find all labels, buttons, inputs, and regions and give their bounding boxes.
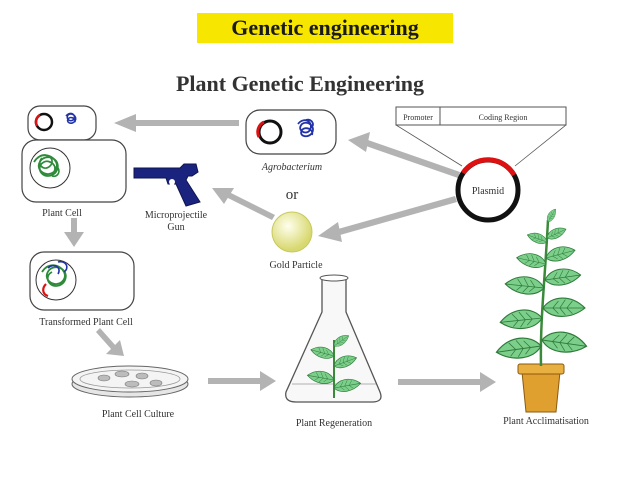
erlenmeyer-flask-icon bbox=[285, 274, 382, 403]
arrow-transformed-to-culture bbox=[96, 328, 124, 356]
gold-particle-label: Gold Particle bbox=[269, 260, 323, 271]
plant-regeneration-label: Plant Regeneration bbox=[296, 418, 372, 429]
plant-acclimatisation-label: Plant Acclimatisation bbox=[503, 416, 589, 427]
potted-plant-icon bbox=[495, 207, 589, 413]
microprojectile-gun-icon bbox=[133, 163, 201, 207]
gun-label-line1: Microprojectile bbox=[145, 210, 208, 221]
plant-cell-box bbox=[21, 139, 127, 203]
transformed-plant-cell-box bbox=[29, 251, 135, 311]
or-label: or bbox=[286, 187, 299, 203]
arrow-plasmid-to-agrobacterium bbox=[348, 132, 460, 178]
slide-title: Genetic engineering bbox=[197, 13, 453, 43]
plasmid-label: Plasmid bbox=[472, 186, 504, 197]
arrow-agro-to-plantcell bbox=[114, 114, 239, 132]
gun-label-line2: Gun bbox=[167, 222, 184, 233]
transformed-plant-cell-label: Transformed Plant Cell bbox=[39, 317, 133, 328]
arrow-gold-to-gun bbox=[212, 188, 275, 220]
plant-cell-plasmid-box bbox=[27, 105, 97, 141]
plant-cell-culture-label: Plant Cell Culture bbox=[102, 409, 175, 420]
promoter-label: Promoter bbox=[403, 113, 433, 122]
arrow-culture-to-regeneration bbox=[208, 371, 276, 391]
arrow-regeneration-to-acclimatisation bbox=[398, 372, 496, 392]
coding-region-label: Coding Region bbox=[479, 113, 528, 122]
agrobacterium-box bbox=[245, 109, 337, 155]
plasmid-icon bbox=[455, 157, 521, 223]
petri-dish-icon bbox=[71, 365, 189, 398]
arrow-plantcell-down bbox=[64, 218, 84, 247]
gold-particle-icon bbox=[271, 211, 313, 253]
gene-construct-bar bbox=[395, 106, 567, 167]
diagram-title: Plant Genetic Engineering bbox=[176, 71, 424, 96]
plant-cell-label: Plant Cell bbox=[42, 208, 82, 219]
arrow-plasmid-to-gold bbox=[318, 196, 457, 242]
agrobacterium-label: Agrobacterium bbox=[261, 162, 322, 173]
